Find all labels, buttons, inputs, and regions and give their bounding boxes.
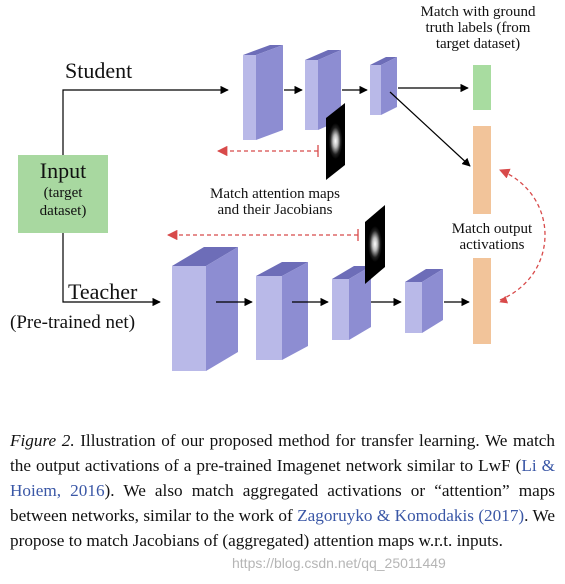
input-to-student-arrow bbox=[62, 85, 229, 155]
match-attention-label: Match attention maps and their Jacobians bbox=[210, 186, 340, 218]
input-to-teacher-arrow bbox=[62, 233, 161, 307]
student-block-2 bbox=[305, 50, 341, 130]
caption-text-2: ). We also match aggregated activations … bbox=[10, 481, 555, 525]
student-attention-map bbox=[326, 103, 345, 180]
teacher-label: Teacher bbox=[68, 279, 138, 304]
input-label-group: Input (target dataset) bbox=[18, 158, 108, 220]
teacher-block-1 bbox=[172, 247, 238, 371]
ground-truth-bar bbox=[473, 65, 491, 110]
student-block-1 bbox=[243, 45, 283, 140]
teacher-sublabel: (Pre-trained net) bbox=[10, 312, 136, 333]
match-output-label: Match output activations bbox=[451, 221, 533, 253]
caption-figure-label: Figure 2. bbox=[10, 431, 75, 450]
input-title: Input bbox=[39, 158, 87, 183]
caption-text-1: Illustration of our proposed method for … bbox=[10, 431, 555, 475]
input-box bbox=[18, 155, 108, 233]
citation-zagoruyko-link[interactable]: Zagoruyko & Komodakis (2017) bbox=[297, 506, 525, 525]
citation-li-hoiem-link[interactable]: Li & Hoiem, 2016 bbox=[10, 456, 555, 500]
student-to-output-arrow bbox=[389, 91, 471, 167]
student-label: Student bbox=[65, 58, 133, 83]
caption-text-3: . We propose to match Jacobians of (aggr… bbox=[10, 506, 555, 550]
teacher-block-3 bbox=[332, 266, 371, 340]
input-sub-1: (target bbox=[43, 185, 83, 201]
input-sub-2: dataset) bbox=[39, 203, 87, 219]
method-diagram: Student Teacher (Pre-trained net) Input … bbox=[10, 4, 546, 371]
teacher-block-2 bbox=[256, 262, 308, 360]
teacher-block-4 bbox=[405, 269, 443, 333]
student-output-bar bbox=[473, 126, 491, 214]
teacher-attention-dashed-arrow bbox=[166, 229, 359, 241]
student-attention-dashed-arrow bbox=[216, 145, 319, 157]
watermark: https://blog.csdn.net/qq_25011449 bbox=[232, 555, 446, 571]
student-block-3 bbox=[370, 57, 397, 115]
teacher-output-bar bbox=[473, 258, 491, 344]
match-ground-truth-label: Match with ground truth labels (from tar… bbox=[420, 4, 536, 52]
figure-caption: Figure 2. Illustration of our proposed m… bbox=[10, 428, 555, 553]
output-match-dashed-arrow bbox=[499, 168, 546, 301]
teacher-attention-map bbox=[365, 205, 385, 284]
